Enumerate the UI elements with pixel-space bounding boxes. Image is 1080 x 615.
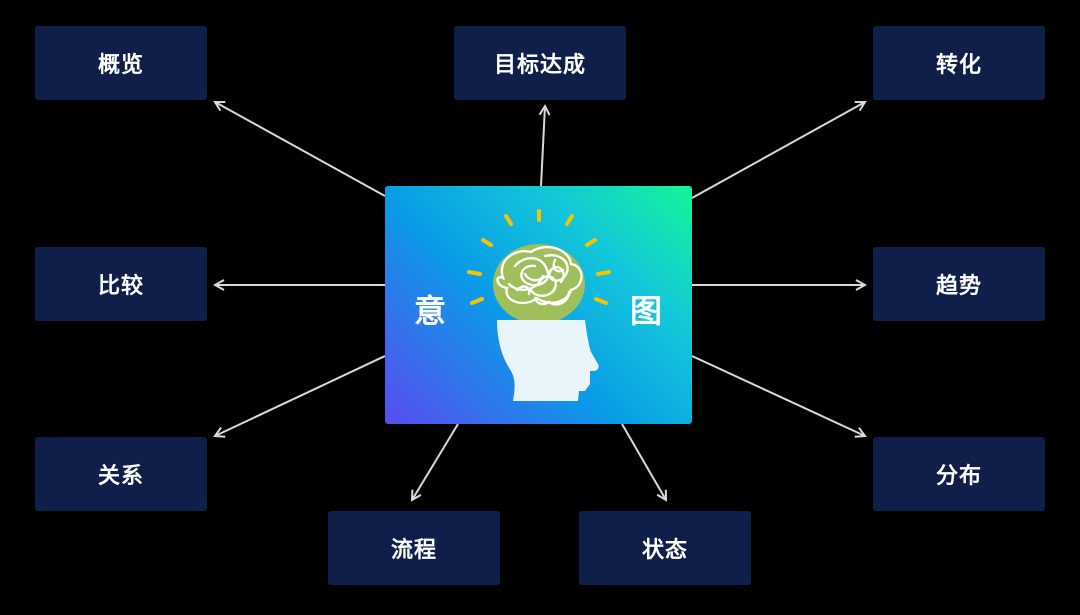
node-overview: 概览 (35, 26, 207, 100)
idea-rays-icon (467, 209, 611, 305)
arrow-to-conversion (691, 102, 865, 199)
node-overview-label: 概览 (97, 53, 144, 78)
node-goal-label: 目标达成 (493, 53, 586, 78)
node-trend: 趋势 (873, 247, 1045, 321)
node-status: 状态 (579, 511, 751, 585)
arrow-to-flow (412, 423, 459, 500)
node-flow: 流程 (328, 511, 500, 585)
node-status-label: 状态 (641, 538, 688, 563)
node-distribution-label: 分布 (935, 464, 982, 489)
arrow-to-overview (215, 102, 386, 197)
node-trend-label: 趋势 (935, 274, 982, 299)
node-relation-label: 关系 (97, 464, 144, 489)
head-silhouette-icon (497, 320, 599, 401)
head-with-tangled-thoughts-icon (467, 209, 611, 401)
intent-char-right: 图 (630, 292, 663, 330)
node-comparison-label: 比较 (97, 274, 144, 299)
node-conversion-label: 转化 (935, 53, 982, 78)
intent-center-card: 意 图 (385, 186, 692, 424)
arrow-to-distribution (691, 355, 865, 436)
node-conversion: 转化 (873, 26, 1045, 100)
node-distribution: 分布 (873, 437, 1045, 511)
node-comparison: 比较 (35, 247, 207, 321)
intent-char-left: 意 (414, 292, 447, 330)
arrow-to-status (621, 423, 666, 500)
tangled-thoughts-icon (496, 245, 583, 306)
arrow-to-relation (215, 355, 386, 436)
node-flow-label: 流程 (390, 538, 437, 563)
node-goal: 目标达成 (454, 26, 626, 100)
arrow-to-goal (541, 106, 545, 187)
node-relation: 关系 (35, 437, 207, 511)
